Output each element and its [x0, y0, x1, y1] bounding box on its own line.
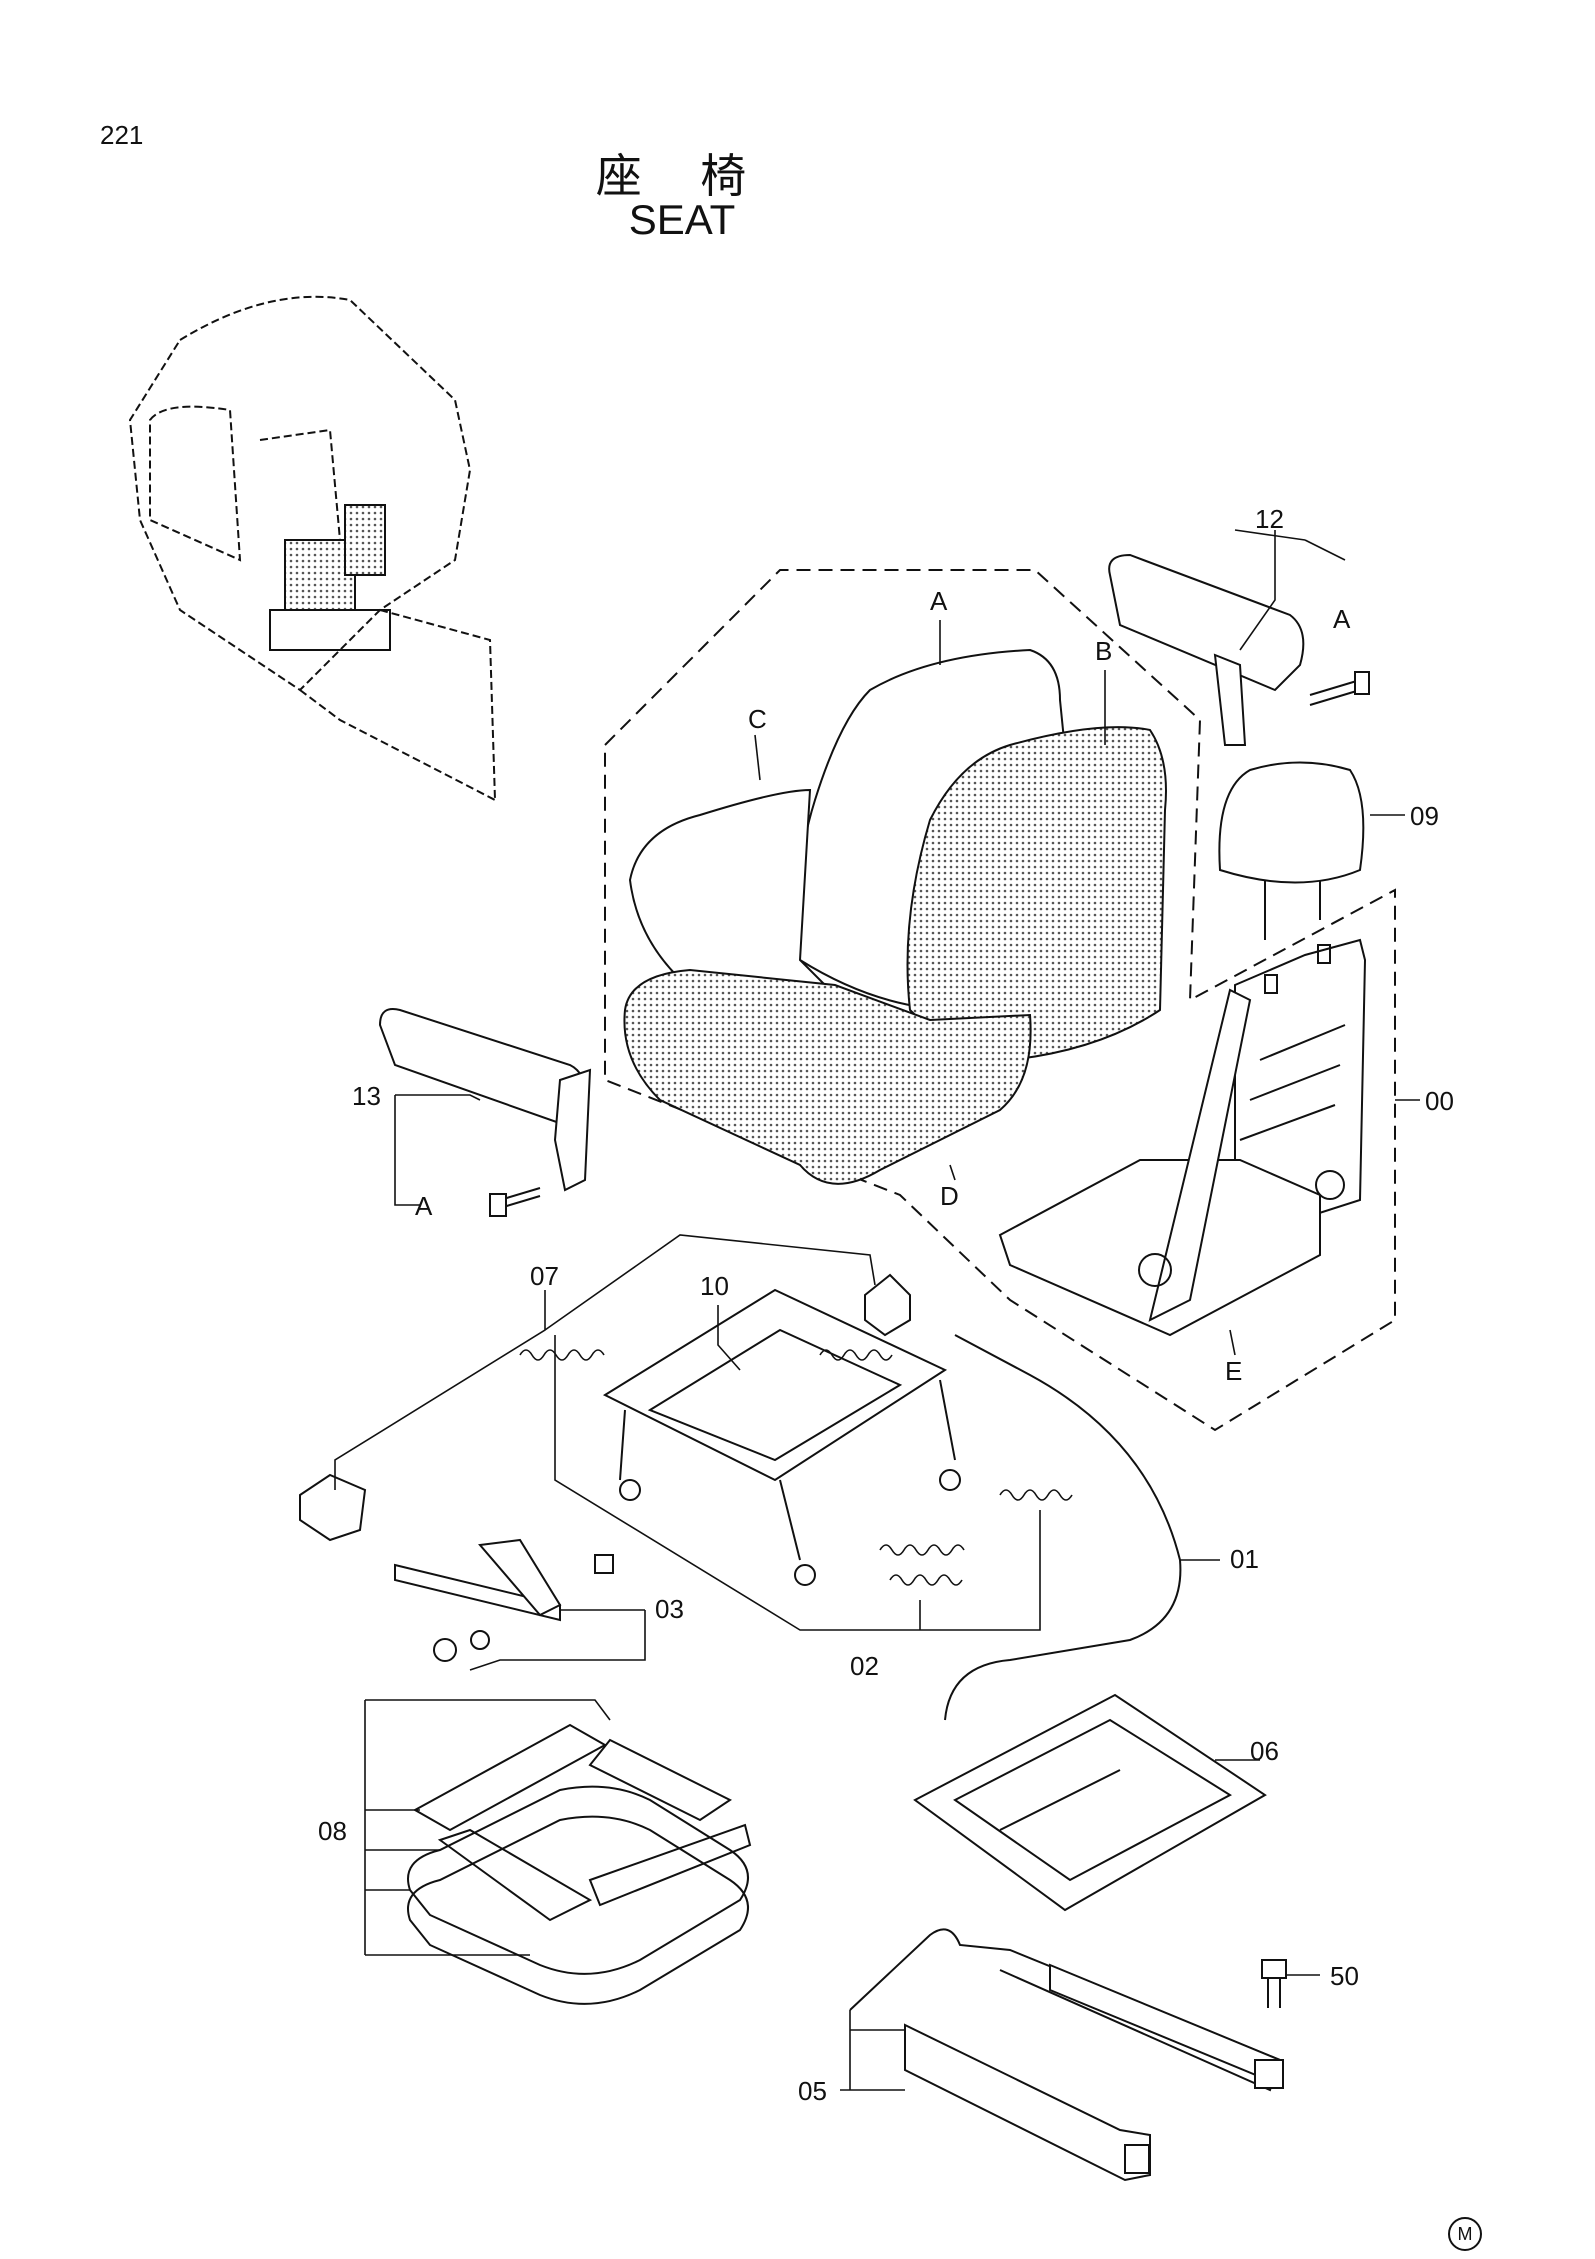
m-mark-symbol: M	[1448, 2217, 1482, 2251]
callout-a-armrest-right: A	[1333, 604, 1351, 634]
cab-location-drawing	[128, 295, 496, 801]
callout-e-frame: E	[1225, 1356, 1242, 1386]
callout-09: 09	[1410, 801, 1439, 831]
callout-10: 10	[700, 1271, 729, 1301]
callout-03: 03	[655, 1594, 684, 1624]
callout-b-backrest-pad: B	[1095, 636, 1112, 666]
slide-rails-05	[849, 1928, 1284, 2182]
bolt-50	[1261, 1959, 1287, 2008]
armrest-left-13	[378, 1008, 587, 1127]
callout-08: 08	[318, 1816, 347, 1846]
callout-a-armrest-left: A	[415, 1191, 433, 1221]
adapter-brackets-08	[407, 1723, 752, 2005]
callout-06: 06	[1250, 1736, 1279, 1766]
suspension-frame-10	[602, 1288, 961, 1586]
armrest-right-12	[1108, 553, 1305, 692]
lever-rod-03	[394, 1538, 614, 1662]
callout-00: 00	[1425, 1086, 1454, 1116]
lever-handle-07-right	[864, 1273, 911, 1337]
leader-lines	[334, 529, 1420, 2091]
seat-assembly-boundary	[604, 569, 1396, 1432]
callout-05: 05	[798, 2076, 827, 2106]
seat-frame-e	[998, 938, 1367, 1337]
lever-handle-07-left	[299, 1473, 367, 1542]
callout-12: 12	[1255, 504, 1284, 534]
callout-02: 02	[850, 1651, 879, 1681]
seat-cushion-pad-d	[623, 968, 1032, 1185]
callout-13: 13	[352, 1081, 381, 1111]
callout-d-cushion-pad: D	[940, 1181, 959, 1211]
page-number: 221	[100, 120, 144, 150]
springs-02	[519, 1349, 1073, 1586]
callout-a-backrest: A	[930, 586, 948, 616]
callout-01: 01	[1230, 1544, 1259, 1574]
control-cable-01	[944, 1334, 1182, 1721]
callout-50: 50	[1330, 1961, 1359, 1991]
callout-c-cushion: C	[748, 704, 767, 734]
title-english: SEAT	[628, 196, 736, 243]
bolt-a-armrest-right	[1309, 679, 1361, 706]
cab-seat-highlight	[269, 504, 391, 651]
slide-rail-06	[913, 1693, 1267, 1912]
headrest-09	[1218, 761, 1365, 884]
callout-labels: A B C D E 12 A 09 00 13 A 07 10 01 03 02…	[318, 504, 1454, 2106]
title-japanese: 座 椅	[595, 149, 769, 203]
callout-07: 07	[530, 1261, 559, 1291]
